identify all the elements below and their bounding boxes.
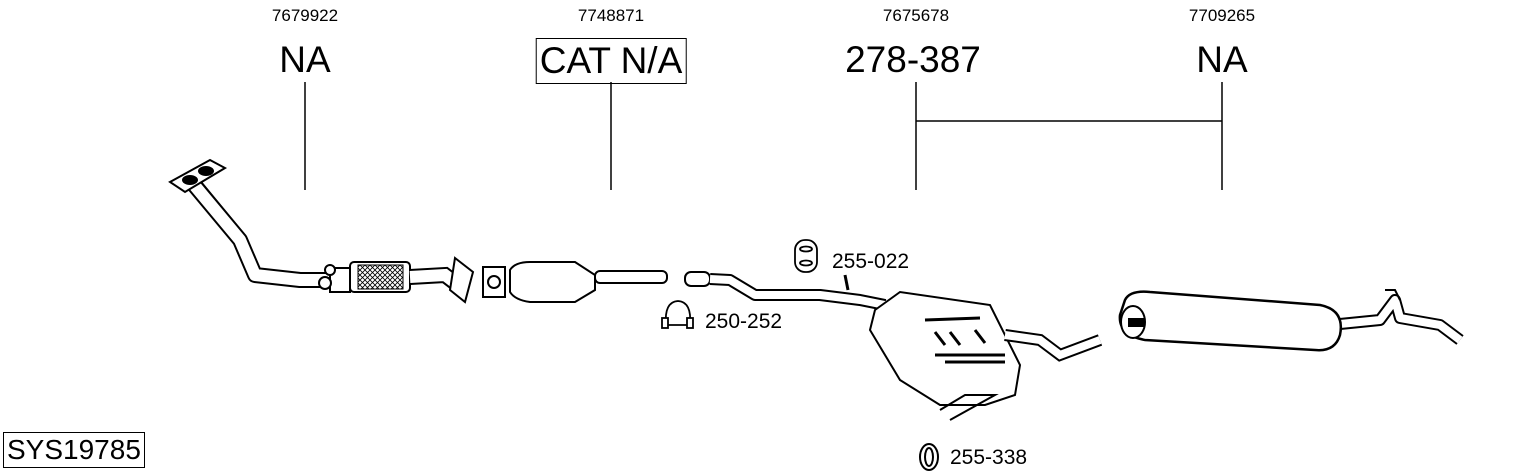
- leader-lines: [304, 82, 1223, 190]
- system-id: SYS19785: [3, 432, 145, 468]
- pipe-clamp-icon: [661, 300, 694, 329]
- accessory-label-clamp: 250-252: [705, 310, 783, 333]
- part-number-1: 7679922: [271, 6, 339, 25]
- center-silencer-drawing: [684, 271, 1103, 421]
- rubber-ring-icon: [919, 443, 939, 471]
- accessory-label-hanger: 255-022: [832, 250, 910, 273]
- part-number-3: 7675678: [882, 6, 950, 25]
- part-label-1: NA: [279, 39, 331, 80]
- part-number-2: 7748871: [577, 6, 645, 25]
- rear-silencer-drawing: [1118, 289, 1464, 352]
- front-pipe-drawing: [168, 158, 475, 304]
- catalyst-drawing: [482, 261, 668, 303]
- accessory-label-ring: 255-338: [950, 446, 1028, 469]
- part-label-2: CAT N/A: [535, 38, 687, 84]
- part-label-3: 278-387: [845, 39, 981, 80]
- part-number-4: 7709265: [1188, 6, 1256, 25]
- rubber-hanger-icon: [794, 239, 818, 273]
- part-label-4: NA: [1196, 39, 1248, 80]
